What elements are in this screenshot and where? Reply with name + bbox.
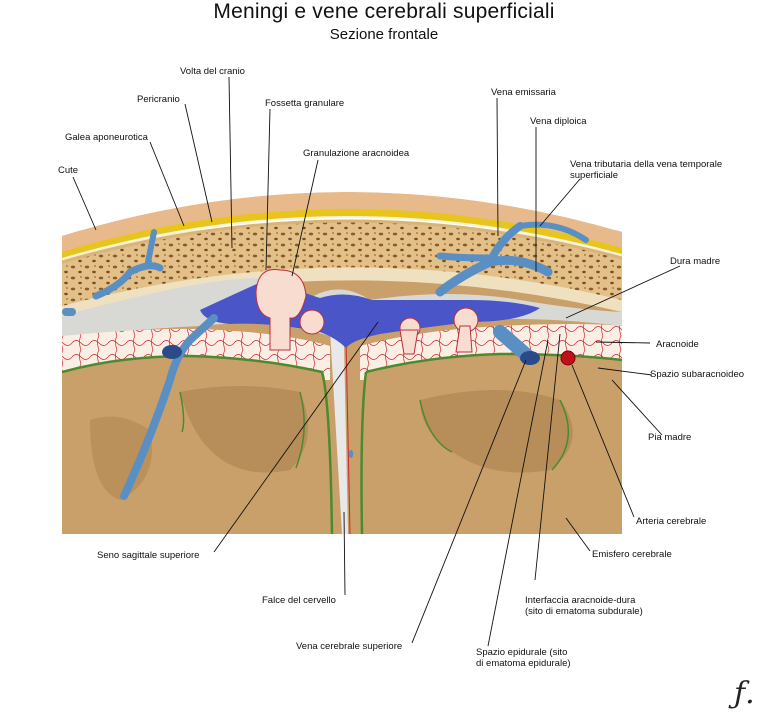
leader-lines	[72, 76, 681, 647]
label-pia-madre: Pia madre	[648, 432, 692, 443]
superior-cerebral-vein-left	[120, 314, 218, 500]
skull-bone	[62, 220, 622, 310]
label-granulazione: Granulazione aracnoidea	[303, 148, 410, 159]
label-vena-cerebrale: Vena cerebrale superiore	[296, 641, 403, 652]
page-title: Meningi e vene cerebrali superficiali	[213, 0, 555, 23]
label-vena-tributaria-2: superficiale	[570, 170, 619, 181]
label-seno: Seno sagittale superiore	[97, 550, 200, 561]
label-vena-emissaria: Vena emissaria	[491, 87, 556, 98]
label-pericranio: Pericranio	[137, 94, 180, 105]
page-subtitle: Sezione frontale	[329, 26, 439, 43]
label-cute: Cute	[58, 165, 79, 176]
label-vena-tributaria: Vena tributaria della vena temporale	[570, 159, 723, 170]
artist-signature: ƒ.	[734, 676, 755, 711]
pia-mater-right	[365, 352, 622, 374]
label-spazio-sub: Spazio subaracnoideo	[650, 369, 745, 380]
label-spazio-epi-2: di ematoma epidurale)	[476, 658, 571, 669]
label-spazio-epi: Spazio epidurale (sito	[476, 647, 568, 658]
label-galea: Galea aponeurotica	[65, 132, 148, 143]
section-layers	[62, 191, 622, 534]
label-aracnoide: Aracnoide	[656, 339, 699, 350]
label-fossetta: Fossetta granulare	[265, 98, 345, 109]
diploic-veins	[62, 221, 589, 316]
skin-layer	[62, 191, 622, 254]
label-interfaccia: Interfaccia aracnoide-dura	[525, 595, 636, 606]
pia-mater-left	[62, 354, 334, 534]
label-vena-diploica: Vena diploica	[530, 116, 587, 127]
label-emisfero: Emisfero cerebrale	[592, 549, 672, 560]
label-dura-madre: Dura madre	[670, 256, 721, 267]
galea-layer	[62, 208, 622, 260]
label-volta-cranio: Volta del cranio	[180, 66, 245, 77]
label-interfaccia-2: (sito di ematoma subdurale)	[525, 606, 643, 617]
label-arteria: Arteria cerebrale	[636, 516, 707, 527]
cerebral-artery	[560, 350, 576, 366]
falx-cerebri	[330, 330, 348, 534]
arachnoid-granulations	[255, 268, 479, 355]
label-falce: Falce del cervello	[262, 595, 336, 606]
